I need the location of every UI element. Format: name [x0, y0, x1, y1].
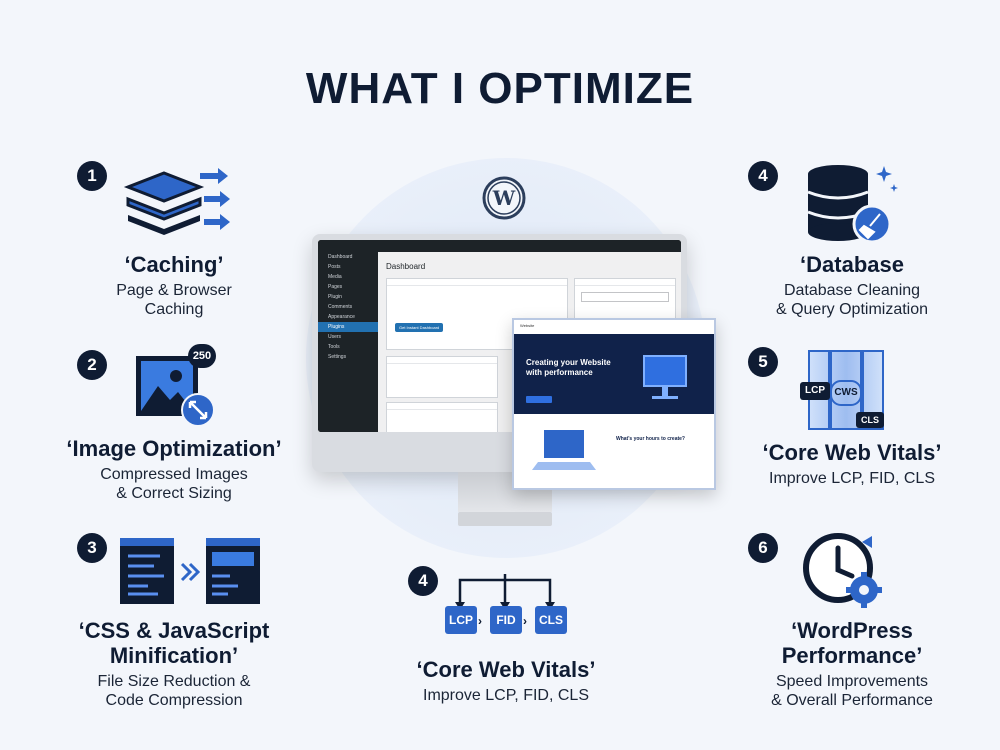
count-badge: 250: [188, 344, 216, 368]
wp-widget: [386, 356, 498, 398]
step-number-3: 3: [77, 533, 107, 563]
item-desc-line: & Query Optimization: [775, 301, 929, 318]
arrow-right-icon: ›: [478, 614, 482, 628]
wordpress-icon: W: [482, 176, 526, 220]
item-desc-line: Compressed Images: [100, 466, 248, 483]
vital-tag: CLS: [535, 606, 567, 634]
vital-tag: LCP: [445, 606, 477, 634]
item-title: ‘Core Web Vitals’: [762, 440, 942, 465]
website-preview: Website Creating your Website with perfo…: [512, 318, 716, 490]
item-title-line: Performance’: [781, 643, 923, 668]
wp-menu-item[interactable]: Comments: [328, 304, 353, 310]
laptop-illustration-icon: [532, 430, 596, 470]
hero-button[interactable]: [526, 396, 552, 403]
item-desc-line: Caching: [144, 301, 204, 318]
item-desc-line: Improve LCP, FID, CLS: [423, 687, 589, 704]
item-title: ‘Database: [800, 252, 904, 277]
hero-title: Creating your Website with performance: [526, 358, 611, 377]
item-title: ‘Core Web Vitals’: [416, 657, 596, 682]
step-number-6: 6: [748, 533, 778, 563]
wp-menu-item[interactable]: Dashboard: [328, 254, 353, 260]
step-number-2: 2: [77, 350, 107, 380]
step-number-1: 1: [77, 161, 107, 191]
wp-menu-item[interactable]: Posts: [328, 264, 341, 270]
wp-sidebar: Dashboard Posts Media Pages Plugin Comme…: [318, 252, 378, 432]
item-caching: ‘Caching’ Page & Browser Caching: [44, 252, 304, 319]
wp-menu-item[interactable]: Media: [328, 274, 342, 280]
wp-menu-item[interactable]: Pages: [328, 284, 343, 290]
vital-tag: LCP: [800, 382, 830, 400]
wp-menu-item-active[interactable]: Plugins: [318, 322, 378, 332]
monitor-illustration-icon: [643, 355, 687, 399]
wp-page-title: Dashboard: [386, 262, 426, 271]
page-title: WHAT I OPTIMIZE: [305, 64, 695, 113]
item-title-line: ‘WordPress: [791, 618, 913, 643]
item-desc-line: Improve LCP, FID, CLS: [769, 470, 935, 487]
item-title-line: ‘CSS & JavaScript: [78, 618, 270, 643]
svg-text:W: W: [492, 186, 516, 210]
database-icon: [807, 165, 898, 244]
item-desc-line: & Overall Performance: [771, 692, 933, 709]
wp-menu-item[interactable]: Plugin: [328, 294, 342, 300]
wp-menu-item[interactable]: Appearance: [328, 314, 355, 320]
flow-arrows-icon: [455, 574, 555, 610]
wp-menu-item[interactable]: Settings: [328, 354, 347, 360]
item-desc-line: & Correct Sizing: [116, 485, 232, 502]
site-hero: Creating your Website with performance: [514, 334, 714, 414]
wp-menu-item[interactable]: Tools: [328, 344, 340, 350]
item-minification: ‘CSS & JavaScript Minification’ File Siz…: [44, 618, 304, 710]
step-number-4: 4: [748, 161, 778, 191]
item-desc-line: Database Cleaning: [783, 282, 921, 299]
layers-icon: [123, 168, 230, 235]
wp-action-button[interactable]: Get Instant Dashboard: [395, 323, 444, 332]
wp-widget: [386, 402, 498, 432]
step-number-4-bottom: 4: [408, 566, 438, 596]
step-number-5: 5: [748, 347, 778, 377]
clock-gear-icon: [803, 533, 882, 608]
item-database: ‘Database Database Cleaning & Query Opti…: [722, 252, 982, 319]
arrow-right-icon: ›: [523, 614, 527, 628]
monitor-base: [458, 512, 552, 526]
item-core-web-vitals-bottom: ‘Core Web Vitals’ Improve LCP, FID, CLS: [376, 657, 636, 705]
code-icon: [120, 538, 260, 604]
item-title: ‘Image Optimization’: [66, 436, 282, 461]
image-icon: [136, 356, 215, 427]
vital-tag: CLS: [856, 412, 884, 428]
vital-tag: FID: [490, 606, 522, 634]
wp-menu-item[interactable]: Users: [328, 334, 342, 340]
item-title-line: Minification’: [109, 643, 239, 668]
item-core-web-vitals: ‘Core Web Vitals’ Improve LCP, FID, CLS: [722, 440, 982, 488]
item-wordpress-performance: ‘WordPress Performance’ Speed Improvemen…: [722, 618, 982, 710]
site-subtitle: What's your hours to create?: [616, 436, 685, 442]
item-image-optimization: ‘Image Optimization’ Compressed Images &…: [44, 436, 304, 503]
item-title: ‘Caching’: [124, 252, 224, 277]
vital-tag: CWS: [830, 380, 862, 406]
item-desc-line: Speed Improvements: [775, 673, 929, 690]
item-desc-line: Code Compression: [105, 692, 243, 709]
wp-admin-bar: [318, 240, 681, 252]
site-nav: Website: [514, 320, 714, 332]
item-desc-line: Page & Browser: [116, 282, 232, 299]
item-desc-line: File Size Reduction &: [97, 673, 251, 690]
